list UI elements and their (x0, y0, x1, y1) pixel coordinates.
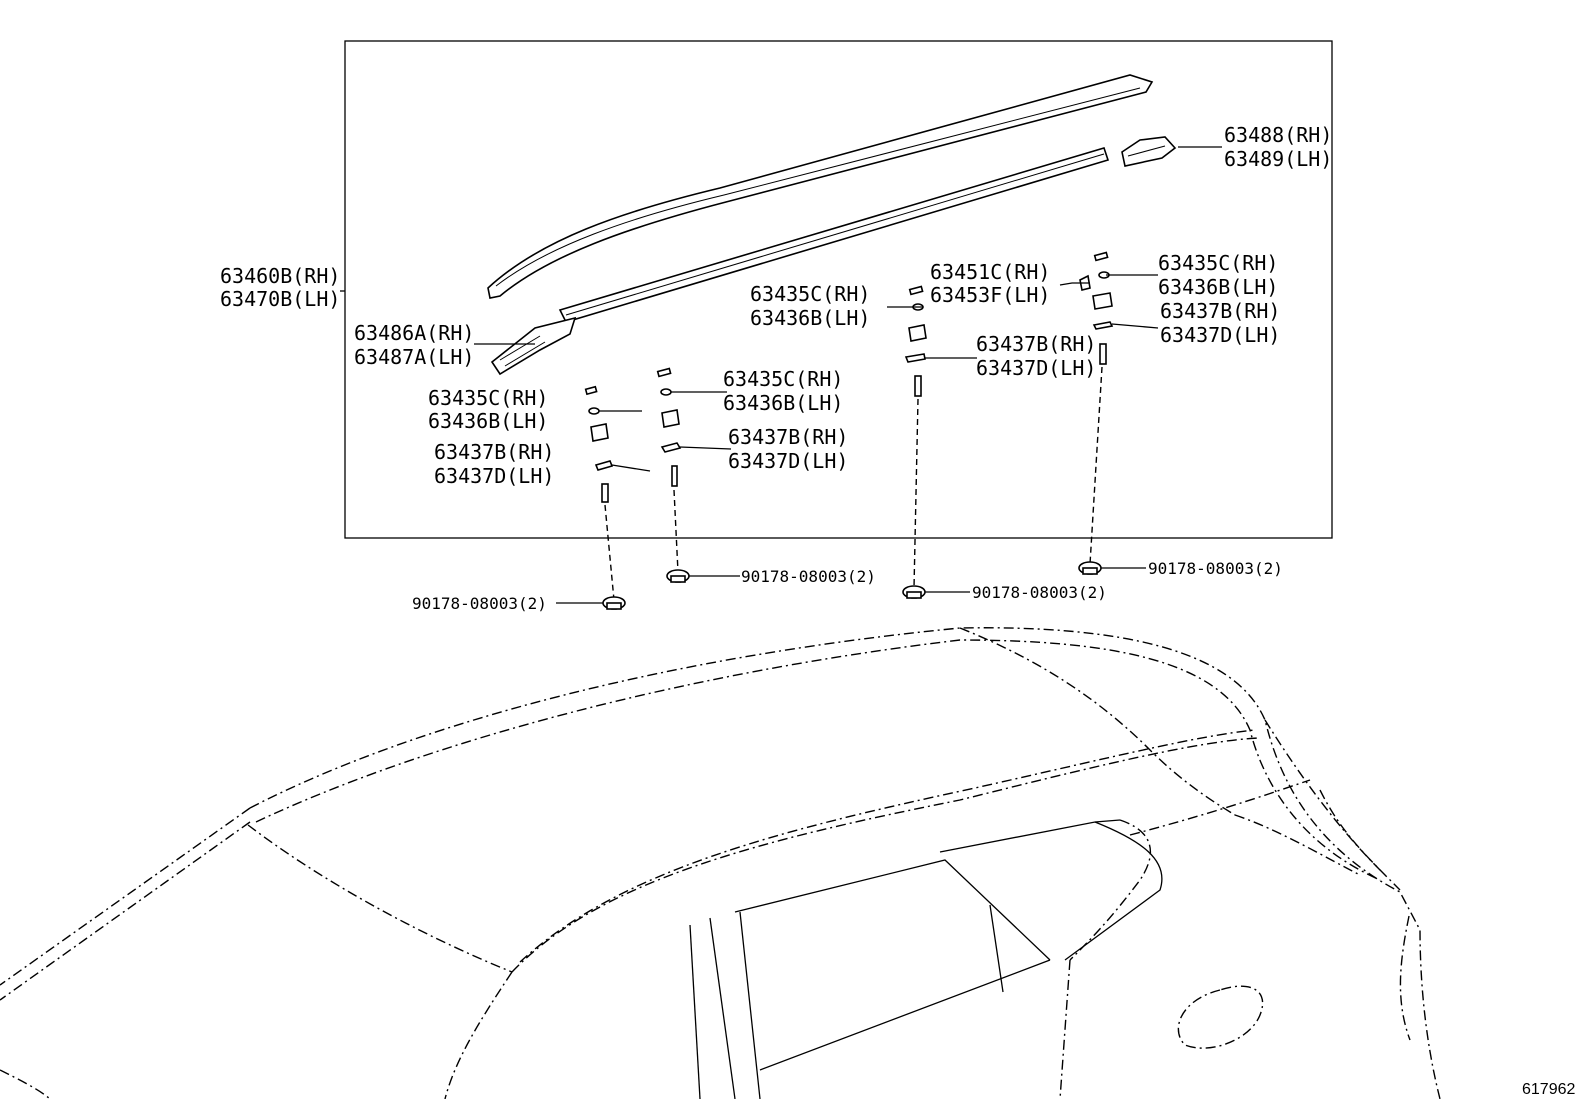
svg-text:63436B(LH): 63436B(LH) (428, 409, 548, 433)
label-nut-2: 90178-08003(2) (741, 567, 876, 586)
label-nut-3: 90178-08003(2) (972, 583, 1107, 602)
label-pad-a4: 63437B(RH) 63437D(LH) (1160, 299, 1280, 347)
svg-text:63460B(RH): 63460B(RH) (220, 264, 340, 288)
roof-rail-part (487, 74, 1154, 299)
svg-text:63435C(RH): 63435C(RH) (750, 282, 870, 306)
label-pad-a2: 63437B(RH) 63437D(LH) (728, 425, 848, 473)
nut-1 (602, 596, 626, 610)
label-rear-cover: 63488(RH) 63489(LH) (1224, 123, 1332, 171)
label-clip-a4: 63435C(RH) 63436B(LH) (1158, 251, 1278, 299)
label-center-clip: 63451C(RH) 63453F(LH) (930, 260, 1050, 307)
svg-text:63436B(LH): 63436B(LH) (1158, 275, 1278, 299)
label-nut-4: 90178-08003(2) (1148, 559, 1283, 578)
svg-text:63470B(LH): 63470B(LH) (220, 287, 340, 311)
svg-text:63437D(LH): 63437D(LH) (1160, 323, 1280, 347)
label-clip-a1: 63435C(RH) 63436B(LH) (428, 386, 548, 433)
svg-text:63437D(LH): 63437D(LH) (976, 356, 1096, 380)
clip-set-1 (584, 385, 615, 601)
roof-rail-garnish-part (558, 147, 1110, 323)
label-clip-a2: 63435C(RH) 63436B(LH) (723, 367, 843, 415)
nut-4 (1078, 561, 1102, 575)
parts-group-box (344, 40, 1333, 539)
svg-text:63451C(RH): 63451C(RH) (930, 260, 1050, 284)
rear-end-cover-part (1121, 136, 1177, 167)
clip-set-4 (1079, 251, 1114, 565)
svg-text:63435C(RH): 63435C(RH) (723, 367, 843, 391)
vehicle-outline (0, 627, 1441, 1099)
svg-text:63437D(LH): 63437D(LH) (728, 449, 848, 473)
label-clip-a3: 63435C(RH) 63436B(LH) (750, 282, 870, 330)
svg-text:63435C(RH): 63435C(RH) (428, 386, 548, 410)
svg-text:63488(RH): 63488(RH) (1224, 123, 1332, 147)
window-frames (689, 819, 1163, 1099)
svg-text:63486A(RH): 63486A(RH) (354, 321, 474, 345)
svg-text:63436B(LH): 63436B(LH) (723, 391, 843, 415)
label-front-cover: 63486A(RH) 63487A(LH) (354, 321, 474, 369)
svg-text:63489(LH): 63489(LH) (1224, 147, 1332, 171)
svg-text:63487A(LH): 63487A(LH) (354, 345, 474, 369)
svg-text:63437D(LH): 63437D(LH) (434, 464, 554, 488)
label-rail-top: 63460B(RH) 63470B(LH) (220, 264, 340, 311)
svg-text:63437B(RH): 63437B(RH) (434, 440, 554, 464)
label-pad-a3: 63437B(RH) 63437D(LH) (976, 332, 1096, 380)
svg-text:63453F(LH): 63453F(LH) (930, 283, 1050, 307)
label-pad-a1: 63437B(RH) 63437D(LH) (434, 440, 554, 488)
label-nut-1: 90178-08003(2) (412, 594, 547, 613)
svg-text:63435C(RH): 63435C(RH) (1158, 251, 1278, 275)
svg-text:63437B(RH): 63437B(RH) (1160, 299, 1280, 323)
front-end-cover-part (490, 316, 577, 376)
leader-lines (340, 146, 1222, 604)
figure-id: 617962 (1522, 1081, 1575, 1098)
nut-2 (666, 569, 690, 583)
svg-text:63437B(RH): 63437B(RH) (976, 332, 1096, 356)
nut-3 (902, 585, 926, 599)
svg-text:63436B(LH): 63436B(LH) (750, 306, 870, 330)
clip-set-3 (904, 285, 927, 589)
svg-text:63437B(RH): 63437B(RH) (728, 425, 848, 449)
clip-set-2 (656, 367, 682, 573)
